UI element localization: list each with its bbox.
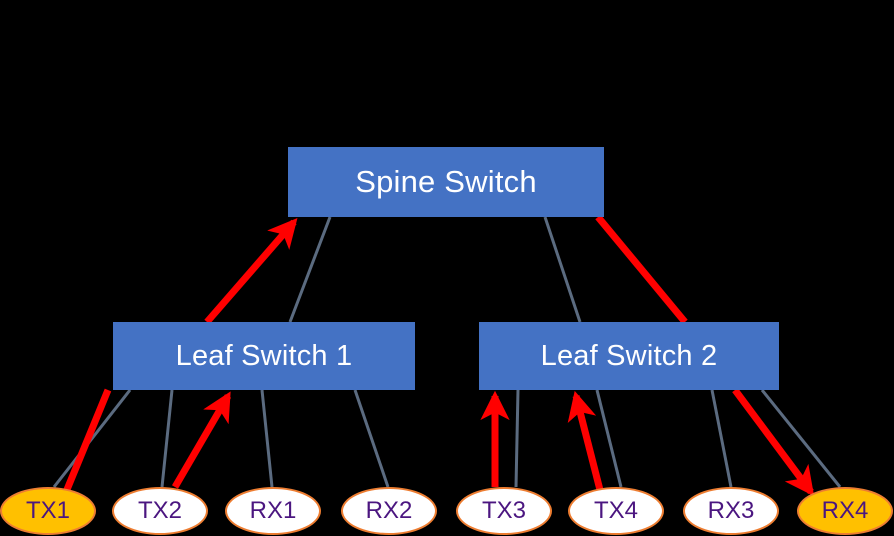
link-RX1-to-leaf1 (260, 389, 274, 488)
spine-switch-label: Spine Switch (355, 164, 537, 199)
highlighted-tx4-to-leaf2 (567, 390, 604, 491)
endpoint-rx3[interactable]: RX3 (683, 487, 779, 535)
link-TX1-to-leaf1 (52, 389, 132, 488)
highlighted-leaf1-to-spine (204, 218, 298, 325)
link-RX2-to-leaf1 (353, 389, 390, 488)
highlighted-tx2-to-leaf1 (171, 391, 232, 489)
endpoint-tx3[interactable]: TX3 (456, 487, 552, 535)
highlighted-leaf2-to-rx4 (732, 387, 815, 497)
endpoint-label: TX2 (137, 497, 182, 524)
leaf-switch-2-node[interactable]: Leaf Switch 2 (479, 322, 779, 390)
link-TX3-to-leaf2 (514, 389, 520, 488)
highlighted-spine-to-leaf2 (595, 214, 688, 325)
endpoint-label: RX3 (707, 497, 755, 524)
link-RX4-to-leaf2 (760, 389, 842, 488)
endpoint-label: RX4 (821, 497, 869, 524)
endpoint-rx2[interactable]: RX2 (341, 487, 437, 535)
endpoint-tx1[interactable]: TX1 (0, 487, 96, 535)
endpoint-label: RX1 (249, 497, 297, 524)
endpoint-label: TX4 (593, 497, 638, 524)
link-leaf2-to-spine (543, 216, 582, 323)
endpoint-label: TX3 (481, 497, 526, 524)
endpoint-label: TX1 (25, 497, 70, 524)
endpoint-label: RX2 (365, 497, 413, 524)
endpoint-rx1[interactable]: RX1 (225, 487, 321, 535)
normal-link-group (52, 216, 842, 488)
endpoint-tx4[interactable]: TX4 (568, 487, 664, 535)
endpoint-rx4[interactable]: RX4 (797, 487, 893, 535)
link-TX4-to-leaf2 (595, 389, 623, 488)
endpoint-tx2[interactable]: TX2 (112, 487, 208, 535)
spine-switch-node[interactable]: Spine Switch (288, 147, 604, 217)
link-TX2-to-leaf1 (160, 389, 174, 488)
link-leaf1-to-spine (288, 216, 332, 323)
highlighted-tx1-to-leaf1 (62, 388, 112, 494)
leaf-switch-1-label: Leaf Switch 1 (175, 339, 353, 372)
leaf-switch-1-node[interactable]: Leaf Switch 1 (113, 322, 415, 390)
link-RX3-to-leaf2 (710, 389, 733, 488)
highlighted-link-group (62, 214, 815, 497)
leaf-switch-2-label: Leaf Switch 2 (540, 339, 718, 372)
